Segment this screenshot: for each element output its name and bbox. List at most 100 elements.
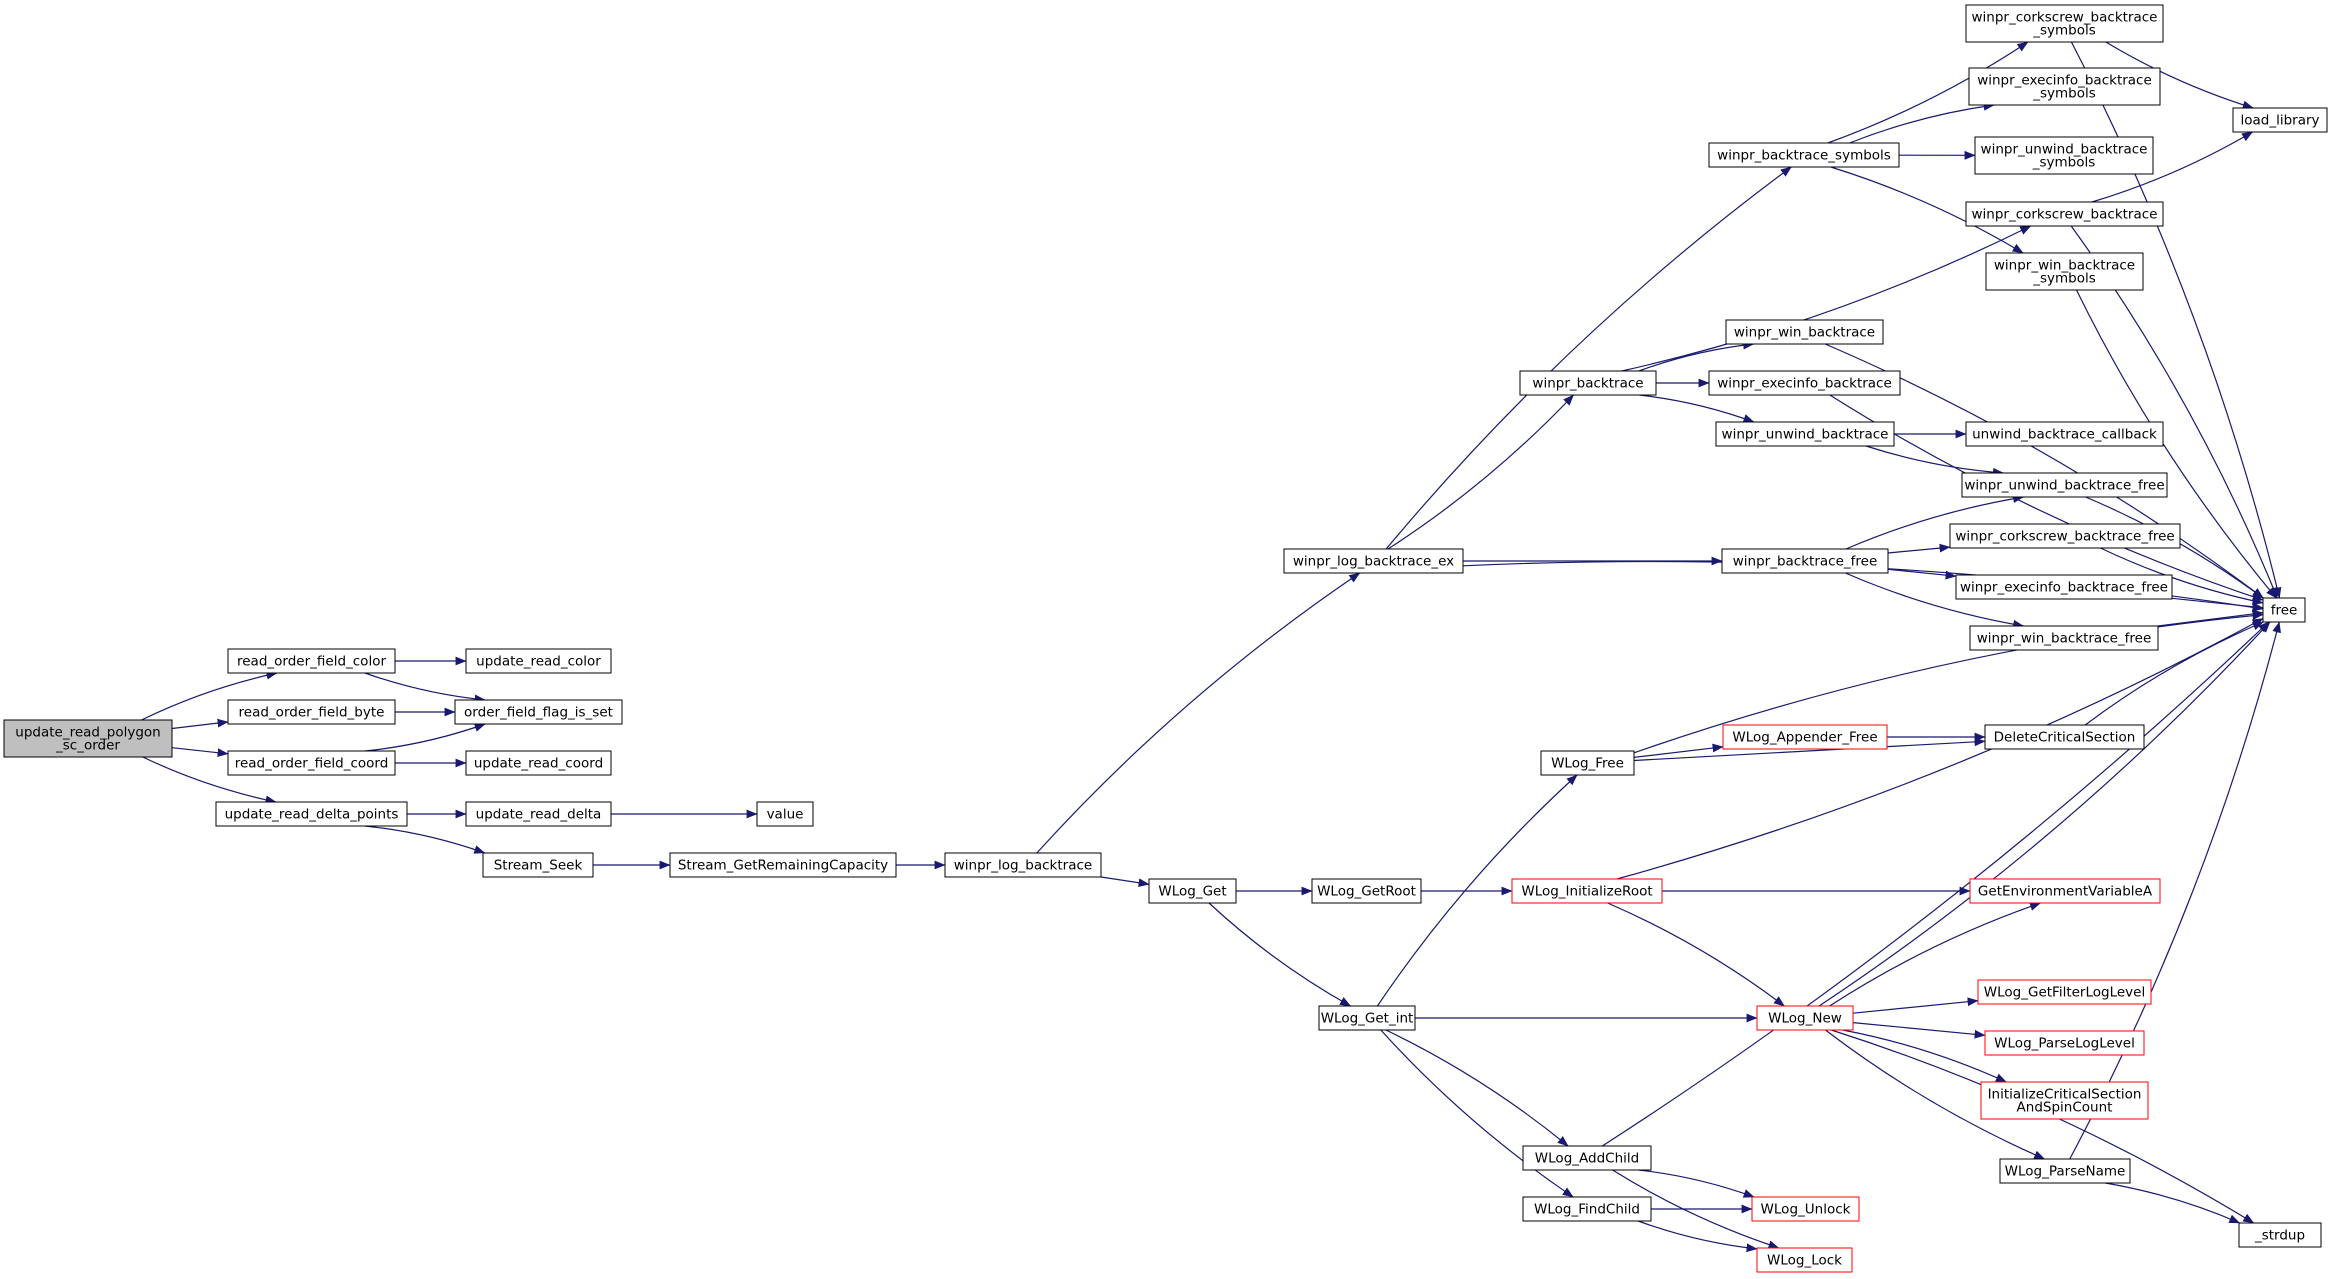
node-update-read-polygon-sc-order[interactable]: update_read_polygon_sc_order [3,719,173,758]
node-label: winpr_corkscrew_backtrace [1971,10,2157,26]
node-label: WLog_Get [1158,884,1226,900]
node-read-order-field-coord[interactable]: read_order_field_coord [227,750,396,776]
node-wlog-new[interactable]: WLog_New [1756,1005,1854,1031]
edge-winpr-win-backtrace-symbols-to-free [2075,289,2277,599]
node-winpr-log-backtrace-ex[interactable]: winpr_log_backtrace_ex [1283,548,1464,574]
node-winpr-execinfo-backtrace-symbols[interactable]: winpr_execinfo_backtrace_symbols [1968,67,2161,106]
node-wlog-free[interactable]: WLog_Free [1540,750,1635,776]
edge-update-read-delta-points-to-stream-seek [364,825,486,854]
node-wlog-initializeroot[interactable]: WLog_InitializeRoot [1511,878,1663,904]
node-box [756,801,814,827]
node-label: read_order_field_color [237,654,386,670]
node-winpr-log-backtrace[interactable]: winpr_log_backtrace [944,852,1102,878]
node-winpr-corkscrew-backtrace-symbols[interactable]: winpr_corkscrew_backtrace_symbols [1965,4,2164,43]
node-label: winpr_backtrace_free [1733,554,1878,570]
node-update-read-delta-points[interactable]: update_read_delta_points [215,801,408,827]
node-label: update_read_delta_points [225,807,399,823]
node-wlog-parsename[interactable]: WLog_ParseName [1999,1158,2131,1184]
node-label: WLog_Free [1551,756,1624,772]
node-label: WLog_Get_int [1321,1011,1414,1027]
node-wlog-getroot[interactable]: WLog_GetRoot [1311,878,1422,904]
node-unwind-backtrace-callback[interactable]: unwind_backtrace_callback [1965,421,2164,447]
node-box [2262,597,2306,623]
node-label: winpr_unwind_backtrace_free [1964,478,2164,494]
edge-wlog-initializeroot-to-wlog-new [1607,902,1785,1007]
node-strdup[interactable]: _strdup [2238,1222,2322,1248]
node-label: winpr_execinfo_backtrace [1717,376,1892,392]
node-winpr-execinfo-backtrace[interactable]: winpr_execinfo_backtrace [1708,370,1901,396]
node-wlog-lock[interactable]: WLog_Lock [1756,1247,1853,1273]
node-label: WLog_GetRoot [1317,884,1416,900]
node-value[interactable]: value [756,801,814,827]
node-label: _sc_order [55,738,120,754]
node-label: winpr_log_backtrace [954,858,1092,874]
node-label: winpr_win_backtrace [1734,325,1875,341]
node-box [1715,421,1895,447]
node-wlog-unlock[interactable]: WLog_Unlock [1751,1196,1860,1222]
node-deletecriticalsection[interactable]: DeleteCriticalSection [1984,724,2145,750]
edge-update-read-polygon-sc-order-to-update-read-delta-points [142,756,277,805]
node-order-field-flag-is-set[interactable]: order_field_flag_is_set [454,699,623,725]
edge-winpr-corkscrew-backtrace-symbols-to-load-library [2105,41,2254,110]
node-label: _symbols [2032,23,2096,39]
edge-winpr-win-backtrace-free-to-free [2157,609,2264,627]
edge-winpr-execinfo-backtrace-free-to-free [2171,597,2264,612]
node-label: value [767,807,804,823]
node-wlog-addchild[interactable]: WLog_AddChild [1522,1145,1652,1171]
node-winpr-unwind-backtrace-free[interactable]: winpr_unwind_backtrace_free [1961,472,2168,498]
node-box [2238,1222,2322,1248]
node-box [227,699,396,725]
node-load-library[interactable]: load_library [2232,107,2328,133]
node-winpr-win-backtrace-symbols[interactable]: winpr_win_backtrace_symbols [1985,252,2144,291]
node-label: WLog_GetFilterLogLevel [1984,985,2145,1001]
edge-winpr-backtrace-symbols-to-winpr-win-backtrace-symbols [1830,166,2024,254]
node-wlog-getfilterloglevel[interactable]: WLog_GetFilterLogLevel [1977,979,2152,1005]
node-read-order-field-color[interactable]: read_order_field_color [227,648,396,674]
edge-wlog-get-to-wlog-get-int [1208,902,1351,1007]
node-wlog-appender-free[interactable]: WLog_Appender_Free [1722,724,1888,750]
node-read-order-field-byte[interactable]: read_order_field_byte [227,699,396,725]
node-wlog-findchild[interactable]: WLog_FindChild [1522,1196,1652,1222]
node-winpr-backtrace-free[interactable]: winpr_backtrace_free [1721,548,1889,574]
node-wlog-get[interactable]: WLog_Get [1148,878,1237,904]
node-box [944,852,1102,878]
node-winpr-win-backtrace-free[interactable]: winpr_win_backtrace_free [1969,625,2159,651]
node-wlog-get-int[interactable]: WLog_Get_int [1318,1005,1416,1031]
edge-winpr-corkscrew-backtrace-to-load-library [2091,131,2253,203]
node-winpr-win-backtrace[interactable]: winpr_win_backtrace [1725,319,1884,345]
edge-winpr-unwind-backtrace-to-winpr-unwind-backtrace-free [1865,445,2004,477]
node-getenvironmentvariablea[interactable]: GetEnvironmentVariableA [1969,878,2161,904]
node-label: winpr_corkscrew_backtrace [1971,207,2157,223]
node-free[interactable]: free [2262,597,2306,623]
edge-read-order-field-color-to-order-field-flag-is-set [364,672,486,704]
node-winpr-unwind-backtrace-symbols[interactable]: winpr_unwind_backtrace_symbols [1974,136,2154,175]
node-winpr-corkscrew-backtrace-free[interactable]: winpr_corkscrew_backtrace_free [1949,523,2181,549]
node-update-read-delta[interactable]: update_read_delta [465,801,612,827]
node-box [1968,67,2161,106]
node-winpr-unwind-backtrace[interactable]: winpr_unwind_backtrace [1715,421,1895,447]
node-box [1721,548,1889,574]
node-label: WLog_Lock [1767,1253,1842,1269]
node-stream-getremainingcapacity[interactable]: Stream_GetRemainingCapacity [669,852,897,878]
node-label: order_field_flag_is_set [464,705,613,721]
node-box [3,719,173,758]
node-box [227,750,396,776]
node-box [2232,107,2328,133]
node-box [1708,142,1900,168]
node-label: WLog_New [1768,1011,1842,1027]
node-box [1969,625,2159,651]
node-winpr-corkscrew-backtrace[interactable]: winpr_corkscrew_backtrace [1965,201,2164,227]
node-stream-seek[interactable]: Stream_Seek [482,852,594,878]
node-winpr-execinfo-backtrace-free[interactable]: winpr_execinfo_backtrace_free [1955,574,2173,600]
node-label: GetEnvironmentVariableA [1978,884,2153,900]
node-update-read-coord[interactable]: update_read_coord [465,750,612,776]
node-update-read-color[interactable]: update_read_color [465,648,612,674]
node-label: update_read_delta [476,807,602,823]
node-wlog-parseloglevel[interactable]: WLog_ParseLogLevel [1984,1030,2145,1056]
node-box [1722,724,1888,750]
edge-wlog-free-to-wlog-appender-free [1633,743,1724,758]
node-winpr-backtrace[interactable]: winpr_backtrace [1519,370,1657,396]
node-winpr-backtrace-symbols[interactable]: winpr_backtrace_symbols [1708,142,1900,168]
edge-wlog-addchild-to-free [1601,621,2270,1147]
